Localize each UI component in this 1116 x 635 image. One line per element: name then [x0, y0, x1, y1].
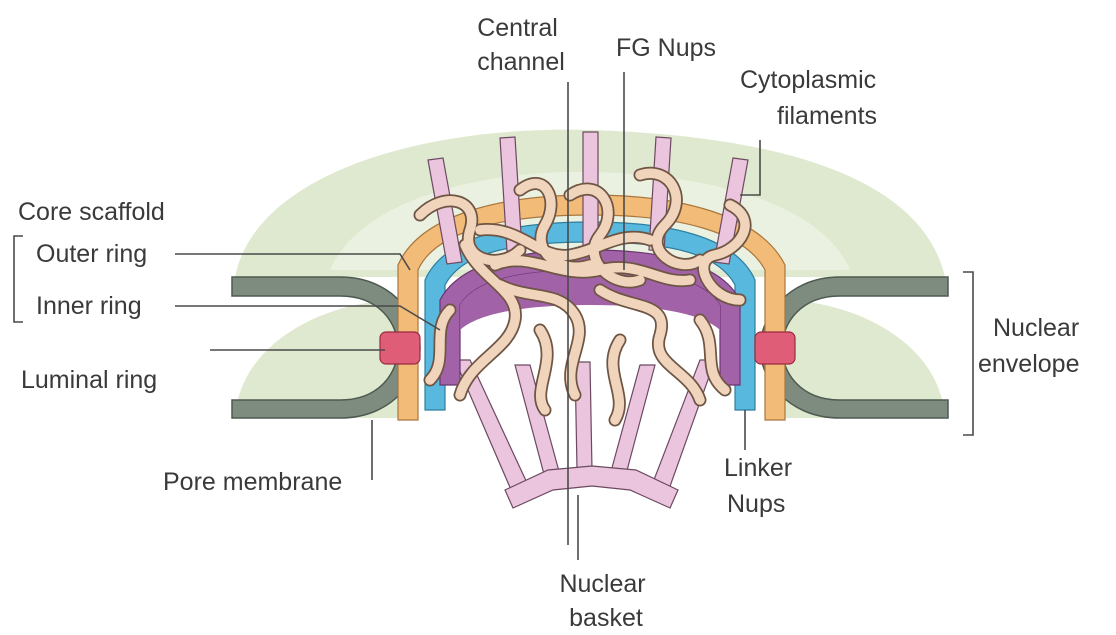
- bracket-core-scaffold: [14, 236, 23, 322]
- label-fg-nups: FG Nups: [616, 34, 716, 62]
- label-linker-nups: Linker Nups: [724, 454, 799, 518]
- label-outer-ring: Outer ring: [36, 240, 147, 268]
- label-nuclear-basket: Nuclear basket: [559, 570, 652, 632]
- label-central-channel: Central channel: [477, 14, 565, 76]
- luminal-ring-right: [755, 332, 795, 364]
- label-core-scaffold: Core scaffold: [18, 198, 165, 226]
- label-inner-ring: Inner ring: [36, 292, 142, 320]
- label-pore-membrane: Pore membrane: [163, 468, 342, 496]
- basket-rod: [575, 362, 592, 470]
- label-cytoplasmic-filaments: Cytoplasmic filaments: [740, 66, 883, 130]
- basket-ring: [505, 466, 678, 508]
- label-nuclear-envelope: Nuclear envelope: [978, 314, 1086, 378]
- luminal-ring-left: [380, 332, 420, 364]
- bracket-nuclear-envelope: [963, 272, 973, 435]
- nuclear-basket: [455, 360, 715, 508]
- label-luminal-ring: Luminal ring: [21, 366, 157, 394]
